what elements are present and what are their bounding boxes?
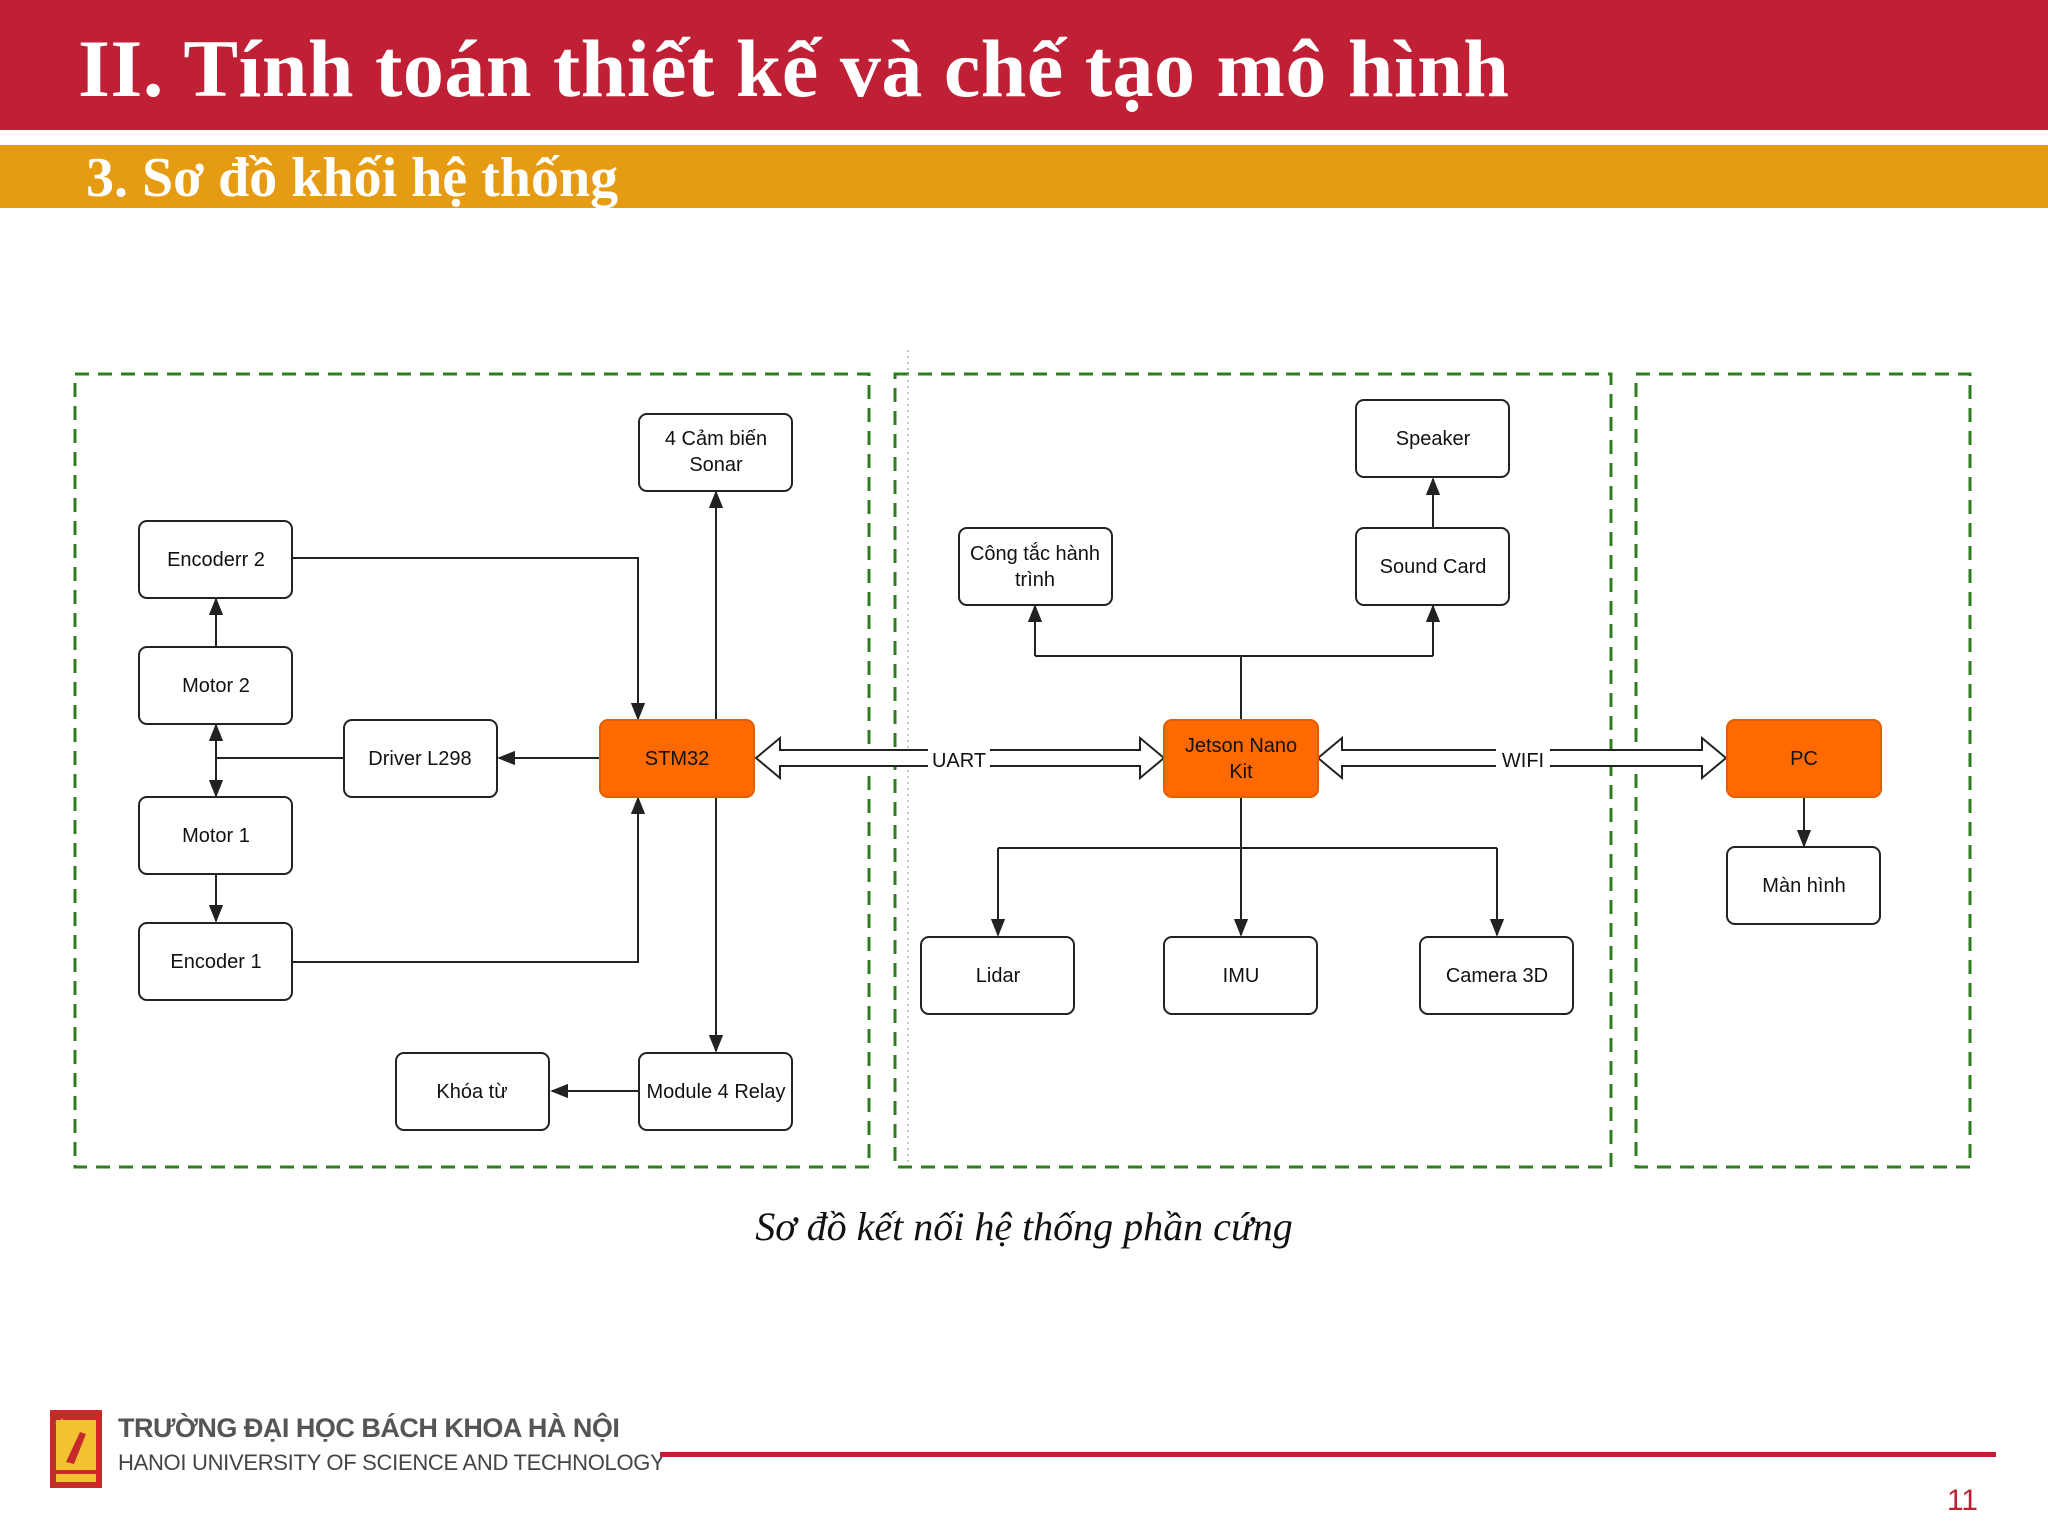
university-name-en: HANOI UNIVERSITY OF SCIENCE AND TECHNOLO… — [118, 1450, 665, 1475]
svg-text:Kit: Kit — [1229, 761, 1253, 783]
node-motor1: Motor 1 — [138, 796, 293, 875]
node-jetson: Jetson Nano Kit — [1163, 719, 1319, 798]
hust-logo-icon — [50, 1410, 102, 1488]
svg-text:Khóa từ: Khóa từ — [436, 1081, 507, 1103]
node-sonar: 4 Cảm biến Sonar — [638, 413, 793, 492]
svg-text:Sonar: Sonar — [689, 454, 743, 476]
university-name-vn: TRƯỜNG ĐẠI HỌC BÁCH KHOA HÀ NỘI — [118, 1413, 620, 1443]
node-screen: Màn hình — [1726, 846, 1881, 925]
node-switch: Công tắc hành trình — [958, 527, 1113, 606]
node-camera-3d: Camera 3D — [1419, 936, 1574, 1015]
svg-text:Camera 3D: Camera 3D — [1446, 965, 1548, 987]
node-speaker: Speaker — [1355, 399, 1510, 478]
subtitle-bar — [0, 145, 2048, 208]
svg-text:Công tắc hành: Công tắc hành — [970, 542, 1100, 565]
svg-text:Encoder 1: Encoder 1 — [170, 951, 261, 973]
footer-divider — [660, 1452, 1996, 1457]
svg-text:Màn hình: Màn hình — [1762, 875, 1845, 897]
svg-text:Lidar: Lidar — [976, 965, 1021, 987]
node-khoa-tu: Khóa từ — [395, 1052, 550, 1131]
node-sound-card: Sound Card — [1355, 527, 1510, 606]
svg-text:Encoderr 2: Encoderr 2 — [167, 549, 265, 571]
uart-label: UART — [932, 750, 986, 772]
node-driver: Driver L298 — [343, 719, 498, 798]
node-encoder1: Encoder 1 — [138, 922, 293, 1001]
svg-text:Speaker: Speaker — [1396, 428, 1471, 450]
slide-subtitle: 3. Sơ đồ khối hệ thống — [86, 147, 619, 209]
node-stm32: STM32 — [599, 719, 755, 798]
title-bar — [0, 0, 2048, 130]
node-relay: Module 4 Relay — [638, 1052, 793, 1131]
slide-title: II. Tính toán thiết kế và chế tạo mô hìn… — [78, 23, 1510, 114]
node-pc: PC — [1726, 719, 1882, 798]
svg-text:Module 4 Relay: Module 4 Relay — [647, 1081, 786, 1103]
node-motor2: Motor 2 — [138, 646, 293, 725]
connectors — [208, 477, 1812, 1099]
node-encoder2: Encoderr 2 — [138, 520, 293, 599]
group-pc — [1634, 372, 1972, 1169]
svg-text:Motor 2: Motor 2 — [182, 675, 250, 697]
svg-text:Jetson Nano: Jetson Nano — [1185, 735, 1297, 757]
node-lidar: Lidar — [920, 936, 1075, 1015]
svg-text:IMU: IMU — [1223, 965, 1260, 987]
svg-text:4 Cảm biến: 4 Cảm biến — [665, 428, 767, 450]
wifi-label: WIFI — [1502, 750, 1544, 772]
page-number: 11 — [1946, 1484, 1978, 1517]
group-jetson — [893, 372, 1613, 1169]
svg-text:Driver L298: Driver L298 — [368, 748, 471, 770]
group-stm32 — [73, 372, 871, 1169]
svg-text:PC: PC — [1790, 748, 1818, 770]
node-imu: IMU — [1163, 936, 1318, 1015]
diagram-caption: Sơ đồ kết nối hệ thống phần cứng — [755, 1204, 1293, 1249]
svg-text:Sound Card: Sound Card — [1380, 556, 1487, 578]
svg-text:Motor 1: Motor 1 — [182, 825, 250, 847]
svg-text:STM32: STM32 — [645, 748, 709, 770]
svg-text:trình: trình — [1015, 569, 1055, 591]
